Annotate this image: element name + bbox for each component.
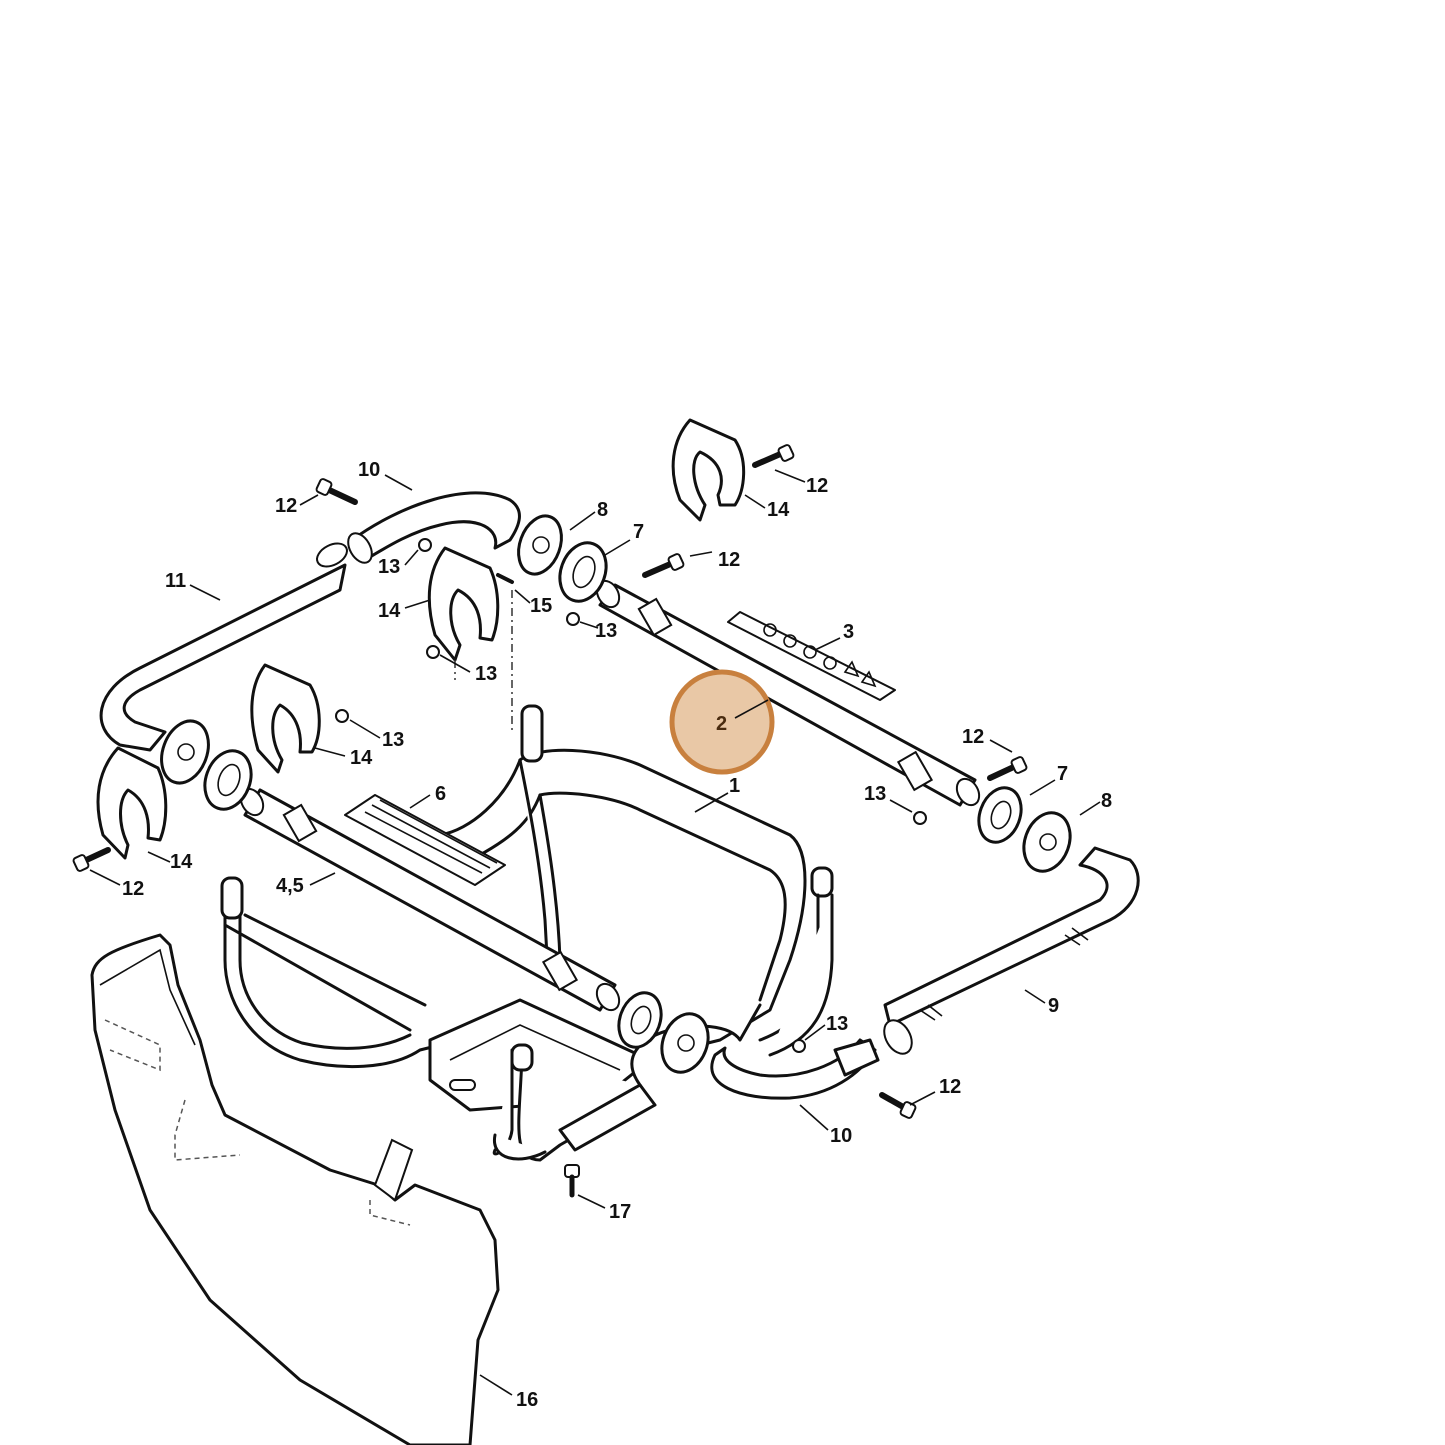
- callout-14-left[interactable]: 14: [350, 747, 373, 769]
- callout-11[interactable]: 11: [165, 570, 186, 592]
- callout-14-mid[interactable]: 14: [378, 600, 401, 622]
- callout-13-b[interactable]: 13: [595, 620, 617, 642]
- callout-17[interactable]: 17: [609, 1201, 631, 1223]
- callout-9[interactable]: 9: [1048, 995, 1059, 1017]
- callout-13-c[interactable]: 13: [475, 663, 497, 685]
- top-cross-tube: [595, 579, 981, 807]
- callout-13-a[interactable]: 13: [378, 556, 400, 578]
- callout-14-bottom-left[interactable]: 14: [170, 851, 193, 873]
- callout-13-d[interactable]: 13: [382, 729, 404, 751]
- top-left-handle-bend: [347, 491, 521, 564]
- callout-13-e[interactable]: 13: [864, 783, 886, 805]
- left-handle-bar: [99, 542, 348, 752]
- callout-12-bottom-left[interactable]: 12: [122, 878, 144, 900]
- callout-12-top-left[interactable]: 12: [275, 495, 297, 517]
- bottom-right-handle-bend: [710, 1038, 880, 1100]
- main-frame: [220, 704, 834, 1162]
- bottom-cross-tube: [239, 787, 621, 1012]
- callout-8-right[interactable]: 8: [1101, 790, 1112, 812]
- callout-12-top-right[interactable]: 12: [806, 475, 828, 497]
- callout-3[interactable]: 3: [843, 621, 854, 643]
- callout-13-f[interactable]: 13: [826, 1013, 848, 1035]
- callout-14-top-right[interactable]: 14: [767, 499, 790, 521]
- callout-1[interactable]: 1: [729, 775, 740, 797]
- warning-decal: [727, 611, 896, 701]
- callout-15[interactable]: 15: [530, 595, 552, 617]
- callout-10-top[interactable]: 10: [358, 459, 380, 481]
- clamp-brackets: [96, 418, 746, 860]
- callout-6[interactable]: 6: [435, 783, 446, 805]
- handle-discs: [160, 514, 1072, 1074]
- callout-10-bottom[interactable]: 10: [830, 1125, 852, 1147]
- callout-7-right[interactable]: 7: [1057, 763, 1068, 785]
- callout-8-top[interactable]: 8: [597, 499, 608, 521]
- callout-labels: 10 12 12 14 8 7 12 13 11 14 15 13 3 13 2…: [122, 459, 1112, 1411]
- callout-4-5[interactable]: 4,5: [276, 875, 304, 897]
- right-handle-bar: [883, 846, 1140, 1055]
- callout-12-mid[interactable]: 12: [718, 549, 740, 571]
- grass-catcher-bag: [90, 933, 500, 1445]
- callout-16[interactable]: 16: [516, 1389, 538, 1411]
- leader-lines: [89, 469, 1101, 1396]
- highlighted-part-marker[interactable]: [669, 669, 775, 775]
- callout-2[interactable]: 2: [716, 713, 727, 735]
- callout-12-right[interactable]: 12: [962, 726, 984, 748]
- callout-7-top[interactable]: 7: [633, 521, 644, 543]
- grip-pad: [344, 794, 506, 886]
- callout-12-bottom-right[interactable]: 12: [939, 1076, 961, 1098]
